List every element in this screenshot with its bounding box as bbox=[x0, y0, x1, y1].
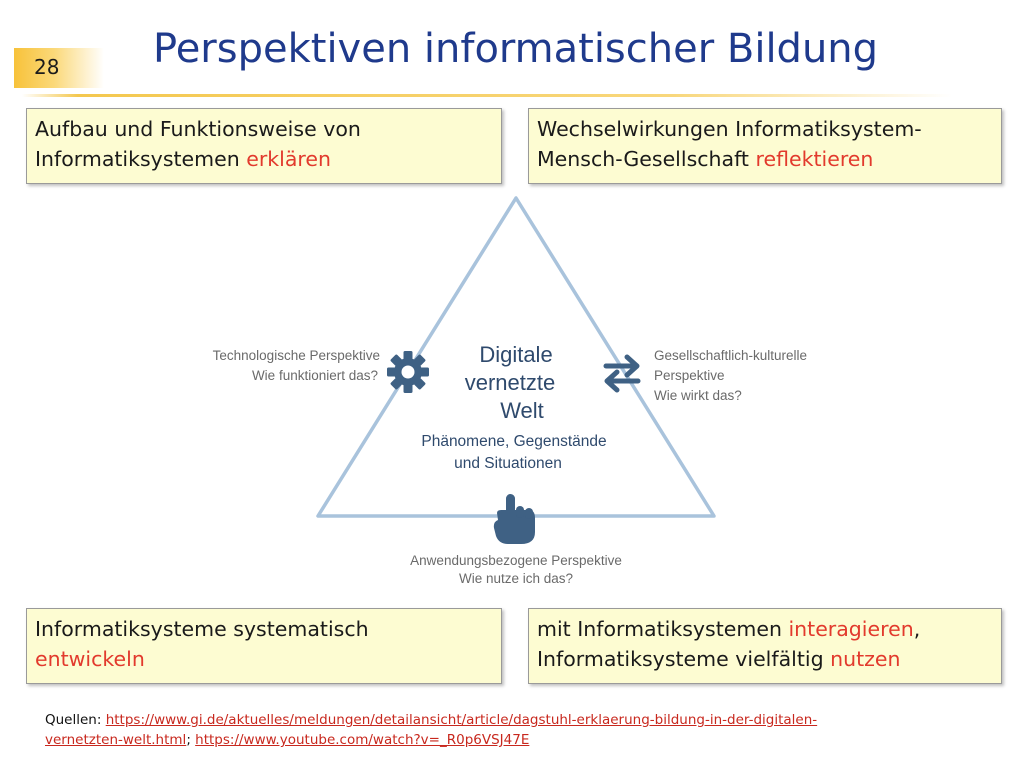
center-subtitle-line1: Phänomene, Gegenstände bbox=[421, 433, 606, 450]
bottom-label-line2: Wie nutze ich das? bbox=[459, 571, 573, 586]
box-reflect: Wechselwirkungen Informatiksystem- Mensc… bbox=[528, 108, 1002, 184]
left-label-line1: Technologische Perspektive bbox=[213, 348, 380, 363]
box-interact: mit Informatiksystemen interagieren, Inf… bbox=[528, 608, 1002, 684]
box-reflect-line2: Mensch-Gesellschaft reflektieren bbox=[537, 144, 993, 174]
right-label-line1: Gesellschaftlich-kulturelle bbox=[654, 348, 807, 363]
source-link-gi[interactable]: https://www.gi.de/aktuelles/meldungen/de… bbox=[105, 712, 818, 728]
center-text: Digitale vernetzte Welt Phänomene, Gegen… bbox=[421, 342, 606, 472]
sources-line1: Quellen: https://www.gi.de/aktuelles/mel… bbox=[45, 710, 975, 730]
pointing-hand-icon bbox=[493, 494, 535, 544]
box-develop-highlight: entwickeln bbox=[35, 647, 145, 671]
slide-number: 28 bbox=[34, 55, 60, 79]
left-label-line2: Wie funktioniert das? bbox=[252, 368, 378, 383]
box-interact-text: mit Informatiksystemen bbox=[537, 617, 789, 641]
box-develop: Informatiksysteme systematisch entwickel… bbox=[26, 608, 502, 684]
box-interact-comma: , bbox=[913, 617, 921, 641]
box-reflect-text: Mensch-Gesellschaft bbox=[537, 147, 756, 171]
bottom-label-line1: Anwendungsbezogene Perspektive bbox=[410, 553, 622, 568]
right-label-line3: Wie wirkt das? bbox=[654, 388, 742, 403]
gear-icon bbox=[387, 351, 429, 393]
box-explain-line2: Informatiksystemen erklären bbox=[35, 144, 493, 174]
box-reflect-line1: Wechselwirkungen Informatiksystem- bbox=[537, 117, 922, 141]
slide-number-badge: 28 bbox=[14, 48, 104, 88]
slide-title: Perspektiven informatischer Bildung bbox=[153, 26, 879, 72]
box-explain-text: Informatiksystemen bbox=[35, 147, 247, 171]
right-label-line2: Perspektive bbox=[654, 368, 725, 383]
sources-separator: ; bbox=[186, 732, 196, 748]
source-link-gi-continued[interactable]: vernetzten-welt.html bbox=[45, 732, 187, 748]
title-underline bbox=[22, 94, 952, 97]
box-explain-line1: Aufbau und Funktionsweise von bbox=[35, 117, 361, 141]
box-interact-highlight2: nutzen bbox=[830, 647, 901, 671]
box-explain: Aufbau und Funktionsweise von Informatik… bbox=[26, 108, 502, 184]
box-interact-highlight: interagieren bbox=[788, 617, 914, 641]
sources-prefix: Quellen: bbox=[45, 712, 106, 728]
box-reflect-highlight: reflektieren bbox=[755, 147, 874, 171]
box-interact-text2: Informatiksysteme vielfältig bbox=[537, 647, 831, 671]
box-explain-highlight: erklären bbox=[246, 147, 332, 171]
side-labels: Technologische Perspektive Wie funktioni… bbox=[213, 348, 807, 586]
box-interact-line2: Informatiksysteme vielfältig nutzen bbox=[537, 644, 993, 674]
sources: Quellen: https://www.gi.de/aktuelles/mel… bbox=[45, 710, 975, 750]
center-title-line1: Digitale bbox=[479, 342, 552, 367]
source-link-youtube[interactable]: https://www.youtube.com/watch?v=_R0p6VSJ… bbox=[195, 732, 530, 748]
sources-line2: vernetzten-welt.html; https://www.youtub… bbox=[45, 730, 975, 750]
center-subtitle-line2: und Situationen bbox=[454, 455, 562, 472]
exchange-arrows-icon bbox=[603, 354, 641, 393]
center-title-line3: Welt bbox=[500, 398, 544, 423]
box-interact-line1: mit Informatiksystemen interagieren, bbox=[537, 614, 993, 644]
center-title-line2: vernetzte bbox=[465, 370, 556, 395]
box-develop-line1: Informatiksysteme systematisch bbox=[35, 617, 369, 641]
